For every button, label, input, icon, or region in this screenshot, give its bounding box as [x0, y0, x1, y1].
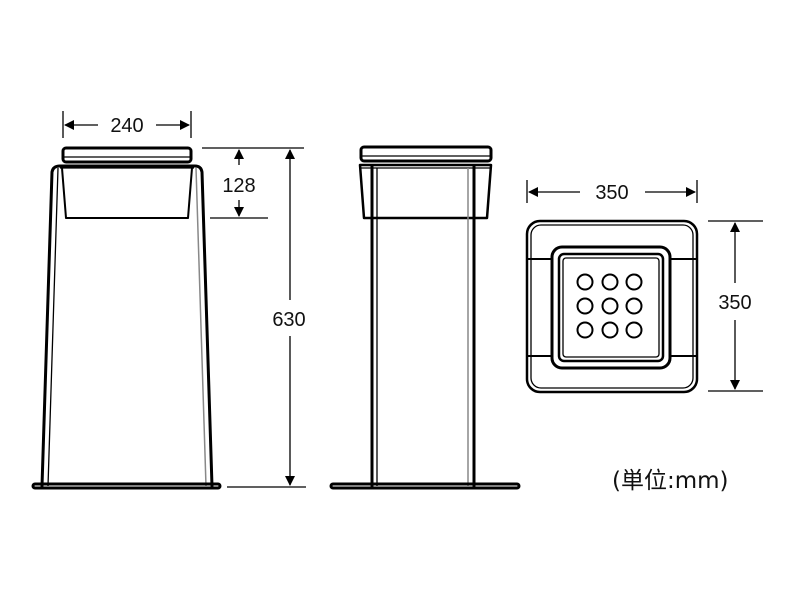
dimension-350-depth: 350: [708, 220, 763, 392]
dimension-630: 630: [227, 149, 306, 488]
dimension-128: 128: [202, 147, 304, 219]
body-outline: [40, 164, 214, 488]
height-label: 630: [272, 309, 305, 331]
collar: [358, 163, 493, 220]
outer-frame: [525, 219, 699, 394]
base-plate: [31, 482, 222, 490]
lid: [359, 145, 493, 163]
ashtray-rim: [550, 245, 672, 370]
base-plate: [329, 482, 521, 490]
vent-holes: [576, 273, 643, 339]
top-view: [525, 219, 699, 394]
inner-cup: [61, 167, 193, 219]
top-width-label: 350: [595, 182, 628, 204]
lid: [61, 146, 193, 164]
side-view: [329, 145, 521, 490]
unit-label: (単位:mm): [612, 468, 729, 494]
cup-depth-label: 128: [222, 175, 255, 197]
dimension-350-width: 350: [526, 180, 698, 204]
dimension-240: 240: [62, 111, 192, 138]
front-view: [31, 146, 222, 490]
width-label: 240: [110, 115, 143, 137]
top-depth-label: 350: [718, 292, 751, 314]
